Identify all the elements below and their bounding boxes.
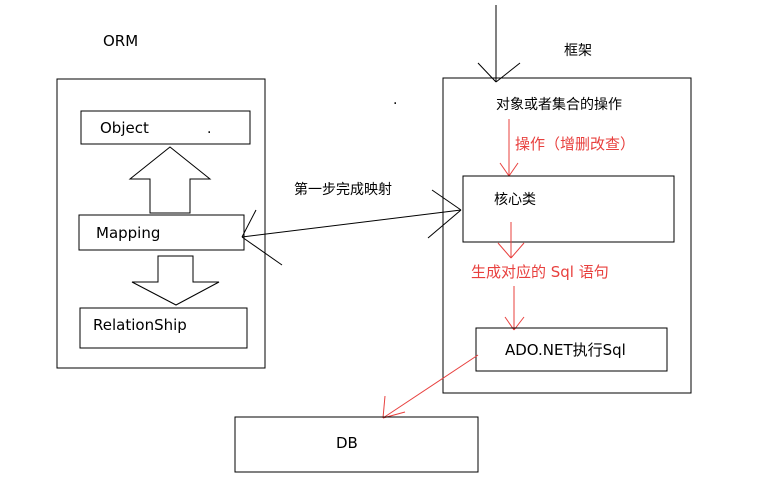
mapping-arrow-left-head-a <box>241 209 257 238</box>
framework-title: 框架 <box>564 43 592 59</box>
first-step-label: 第一步完成映射 <box>294 181 392 198</box>
core-class-label: 核心类 <box>494 192 536 208</box>
orm-title: ORM <box>103 32 138 50</box>
mapping-arrow-right-head-a <box>431 189 462 211</box>
red-arrow-1-head-a <box>499 162 510 177</box>
mapping-arrow-left-head-b <box>241 236 283 266</box>
core-class-box <box>462 175 675 243</box>
relationship-label: RelationShip <box>93 316 187 334</box>
down-block-arrow <box>131 255 220 306</box>
red-arrow-4-shaft <box>382 354 479 419</box>
mapping-arrow-right-head-b <box>427 209 462 239</box>
red-arrow-2-head-a <box>497 242 512 259</box>
gen-sql-label: 生成对应的 Sql 语句 <box>471 263 609 281</box>
ops-on-objects-label: 对象或者集合的操作 <box>496 96 622 113</box>
red-arrow-1-head-b <box>508 162 519 177</box>
relationship-box <box>79 307 248 349</box>
red-arrow-4-head-a <box>382 395 386 419</box>
incoming-arrow-head-b <box>495 62 521 83</box>
crud-ops-label: 操作（增删改查） <box>515 135 635 153</box>
red-arrow-2-head-b <box>510 242 525 259</box>
db-label: DB <box>336 434 358 452</box>
stray-dot: . <box>393 92 397 108</box>
object-label: Object <box>100 119 149 137</box>
orm-container <box>56 78 266 369</box>
mapping-arrow <box>241 209 462 238</box>
ado-net-box <box>475 327 668 372</box>
mapping-label: Mapping <box>96 224 160 242</box>
up-block-arrow <box>128 146 212 214</box>
ado-net-label: ADO.NET执行Sql <box>505 341 626 359</box>
object-dot: . <box>207 121 211 137</box>
object-box <box>80 110 251 145</box>
db-box <box>234 416 479 473</box>
framework-container <box>442 77 692 394</box>
incoming-arrow-head-a <box>477 62 497 83</box>
